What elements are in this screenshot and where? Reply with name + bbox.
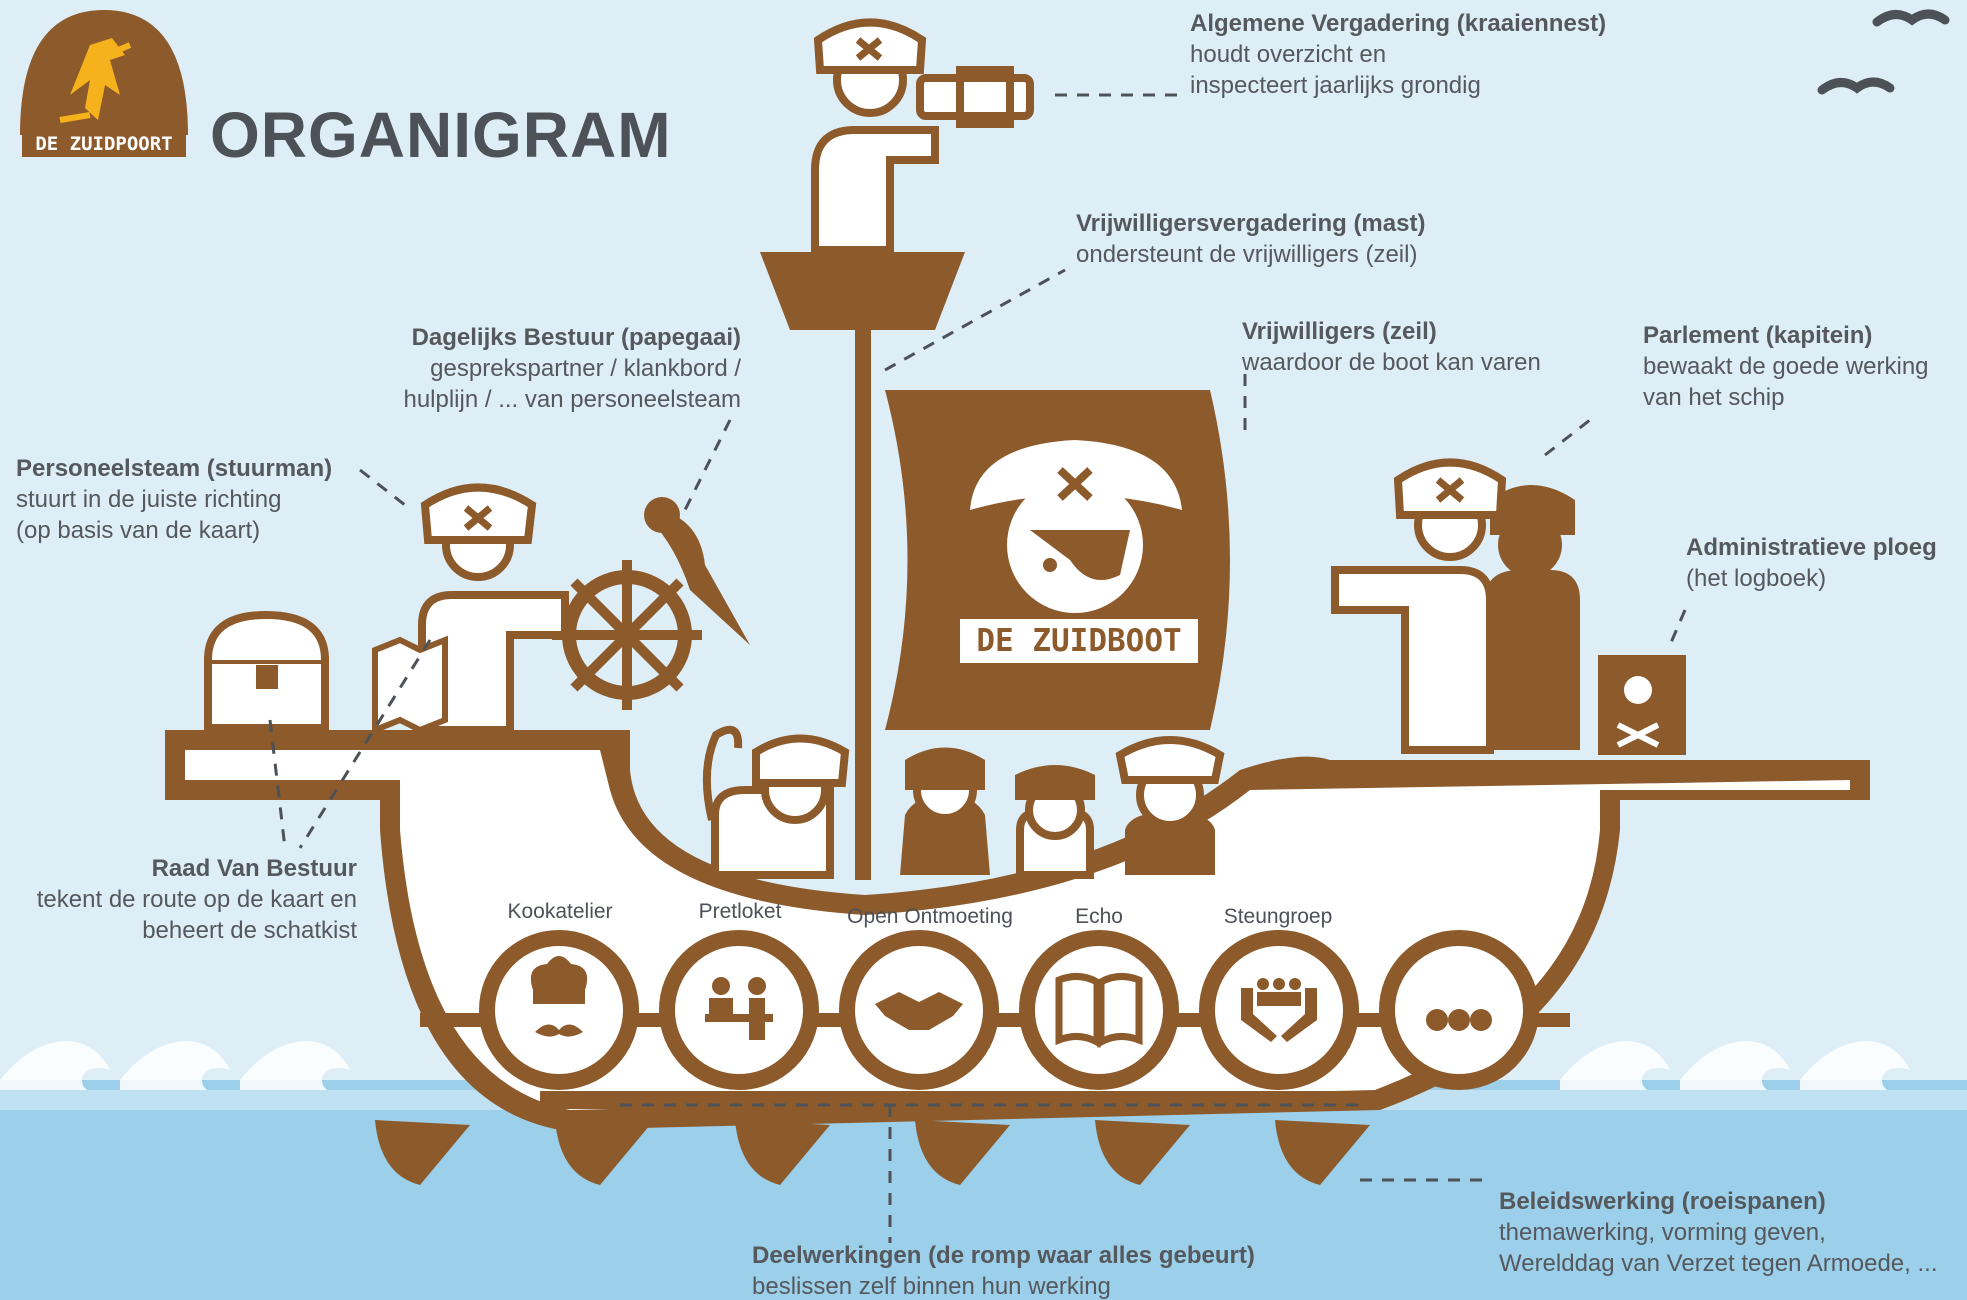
annotation-title: Deelwerkingen (de romp waar alles gebeur… [752, 1242, 1255, 1269]
activity-label-steungroep: Steungroep [1223, 905, 1333, 928]
activity-label-open-ontmoeting: Open Ontmoeting [847, 905, 1013, 928]
activity-label-kookatelier: Kookatelier [507, 900, 613, 923]
annotation-line: gesprekspartner / klankbord / [430, 355, 741, 383]
annotation-personeelsteam: Personeelsteam (stuurman) stuurt in de j… [16, 453, 332, 547]
ellipsis-icon [1426, 1009, 1492, 1031]
annotation-title: Parlement (kapitein) [1643, 322, 1873, 349]
steering-wheel [552, 560, 702, 710]
chef-hat-mustache-icon [530, 956, 588, 1037]
activity-label-echo: Echo [1075, 905, 1123, 928]
annotation-vrijwilligersvergadering: Vrijwilligersvergadering (mast) onderste… [1076, 208, 1425, 270]
annotation-raad-van-bestuur: Raad Van Bestuur tekent de route op de k… [37, 853, 357, 947]
lookout-pirate [811, 18, 1034, 254]
annotation-line: themawerking, vorming geven, [1499, 1219, 1826, 1247]
annotation-title: Vrijwilligersvergadering (mast) [1076, 210, 1426, 237]
annotation-title: Personeelsteam (stuurman) [16, 455, 333, 482]
logo-text: DE ZUIDPOORT [22, 131, 186, 157]
logo [20, 10, 188, 135]
annotation-line: houdt overzicht en [1190, 41, 1387, 69]
annotation-title: Administratieve ploeg [1686, 534, 1937, 561]
activity-label-pretloket: Pretloket [698, 900, 782, 923]
activity-circles [479, 930, 1539, 1090]
annotation-line: stuurt in de juiste richting [16, 486, 282, 514]
activity-circle-echo [1019, 930, 1179, 1090]
activity-circle-pretloket [659, 930, 819, 1090]
annotation-line: (het logboek) [1686, 565, 1827, 593]
oars [375, 1120, 1370, 1185]
annotation-vrijwilligers: Vrijwilligers (zeil) waardoor de boot ka… [1242, 316, 1541, 378]
activity-circle-steungroep [1199, 930, 1359, 1090]
annotation-beleidswerking: Beleidswerking (roeispanen) themawerking… [1499, 1186, 1938, 1280]
annotation-line: inspecteert jaarlijks grondig [1190, 72, 1481, 100]
annotation-title: Beleidswerking (roeispanen) [1499, 1188, 1826, 1215]
annotation-administratieve-ploeg: Administratieve ploeg (het logboek) [1686, 532, 1937, 594]
annotation-deelwerkingen: Deelwerkingen (de romp waar alles gebeur… [752, 1240, 1255, 1300]
sail [885, 390, 1230, 730]
annotation-line: tekent de route op de kaart en [36, 886, 357, 914]
activity-circle-more [1379, 930, 1539, 1090]
birds [1817, 9, 1950, 95]
helmsman-pirate [372, 483, 569, 735]
open-book-icon [1055, 973, 1143, 1048]
annotation-title: Raad Van Bestuur [151, 855, 357, 882]
leader-lines [268, 93, 1687, 1243]
activity-circle-open-ontmoeting [839, 930, 999, 1090]
logbook [1598, 655, 1686, 755]
annotation-line: beslissen zelf binnen hun werking [752, 1273, 1111, 1300]
annotation-title: Dagelijks Bestuur (papegaai) [411, 324, 741, 351]
captains [1331, 458, 1580, 754]
crew [702, 725, 1225, 879]
hands-people-icon [1241, 978, 1317, 1042]
annotation-line: waardoor de boot kan varen [1242, 349, 1541, 377]
annotation-line: van het schip [1643, 384, 1785, 412]
desk-service-icon [705, 977, 773, 1040]
annotation-line: bewaakt de goede werking [1643, 353, 1929, 381]
parrot [644, 497, 750, 645]
annotation-algemene-vergadering: Algemene Vergadering (kraaiennest) houdt… [1190, 8, 1606, 102]
annotation-parlement: Parlement (kapitein) bewaakt de goede we… [1643, 320, 1929, 414]
annotation-title: Vrijwilligers (zeil) [1242, 318, 1437, 345]
handshake-icon [875, 992, 963, 1030]
treasure-chest [204, 610, 329, 732]
annotation-line: ondersteunt de vrijwilligers (zeil) [1076, 241, 1418, 269]
annotation-line: (op basis van de kaart) [16, 517, 261, 545]
mast [760, 252, 965, 880]
annotation-title: Algemene Vergadering (kraaiennest) [1190, 10, 1607, 37]
annotation-line: beheert de schatkist [142, 917, 357, 945]
annotation-line: hulplijn / ... van personeelsteam [403, 386, 741, 414]
page-title: ORGANIGRAM [210, 99, 672, 171]
sail-text: DE ZUIDBOOT [960, 619, 1198, 663]
annotation-line: Werelddag van Verzet tegen Armoede, ... [1499, 1250, 1938, 1278]
annotation-dagelijks-bestuur: Dagelijks Bestuur (papegaai) gesprekspar… [403, 322, 741, 416]
activity-circle-kookatelier [479, 930, 639, 1090]
